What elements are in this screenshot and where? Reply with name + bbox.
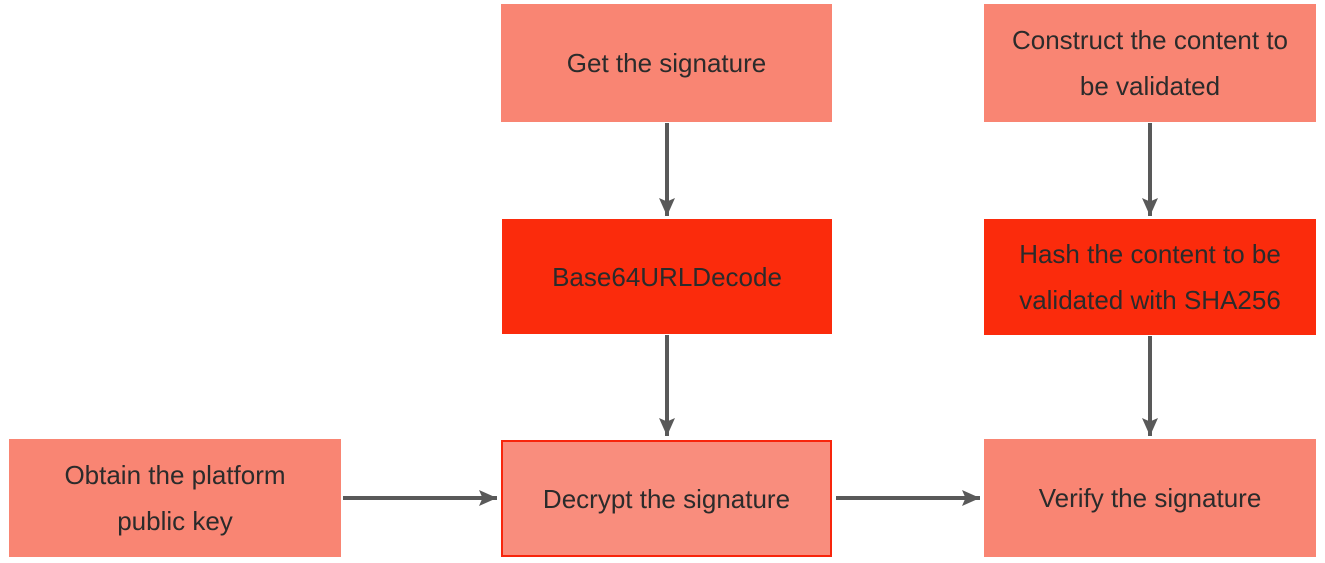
node-label-line-1: Obtain the platform	[64, 460, 286, 490]
node-label-line-2: validated with SHA256	[1019, 285, 1281, 315]
node-construct-content: Construct the content to be validated	[984, 4, 1316, 122]
node-label: Get the signature	[566, 48, 767, 78]
node-obtain-platform-public-key: Obtain the platform public key	[9, 439, 341, 557]
node-get-signature: Get the signature	[501, 4, 832, 122]
node-decrypt-signature: Decrypt the signature	[501, 440, 832, 557]
node-label: Verify the signature	[1038, 483, 1262, 513]
node-label-line-1: Construct the content to	[1011, 25, 1289, 55]
node-label: Base64URLDecode	[552, 261, 782, 292]
node-label-line-2: public key	[117, 506, 233, 536]
node-label-line-1: Hash the content to be	[1019, 239, 1281, 269]
node-hash-content: Hash the content to be validated with SH…	[984, 219, 1316, 335]
node-label-line-2: be validated	[1079, 71, 1221, 101]
node-verify-signature: Verify the signature	[984, 439, 1316, 557]
node-base64-url-decode: Base64URLDecode	[502, 219, 832, 334]
node-label: Decrypt the signature	[542, 483, 791, 514]
